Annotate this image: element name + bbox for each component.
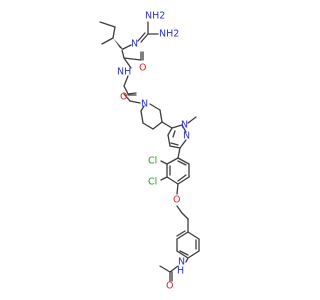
amide-nh-label: NH [117, 67, 131, 78]
chlorine-lower-label: Cl [148, 177, 157, 188]
molecule-structure: NH2 NH2 N NH O O N N N Cl Cl O N H O [99, 11, 200, 292]
imine-n-label: N [131, 39, 138, 50]
ether-o-label: O [173, 195, 180, 206]
chlorine-upper-label: Cl [148, 156, 157, 167]
amide-o1-label: O [139, 63, 146, 74]
nh2-top-label: NH2 [145, 11, 165, 22]
piperidine-n-label: N [141, 99, 148, 110]
anilide-n-label: N [178, 257, 185, 268]
nh2-right-label: NH2 [159, 29, 179, 40]
anilide-h-label: H [177, 266, 184, 277]
molecule-diagram: NH2 NH2 N NH O O N N N Cl Cl O N H O [99, 10, 200, 292]
bonds [99, 21, 200, 282]
amide-o2-label: O [120, 92, 127, 103]
acetyl-o-label: O [166, 281, 173, 292]
pyrazole-n1-label: N [181, 120, 188, 131]
atom-labels: NH2 NH2 N NH O O N N N Cl Cl O N H O [117, 11, 190, 292]
pyrazole-n2-label: N [183, 131, 190, 142]
